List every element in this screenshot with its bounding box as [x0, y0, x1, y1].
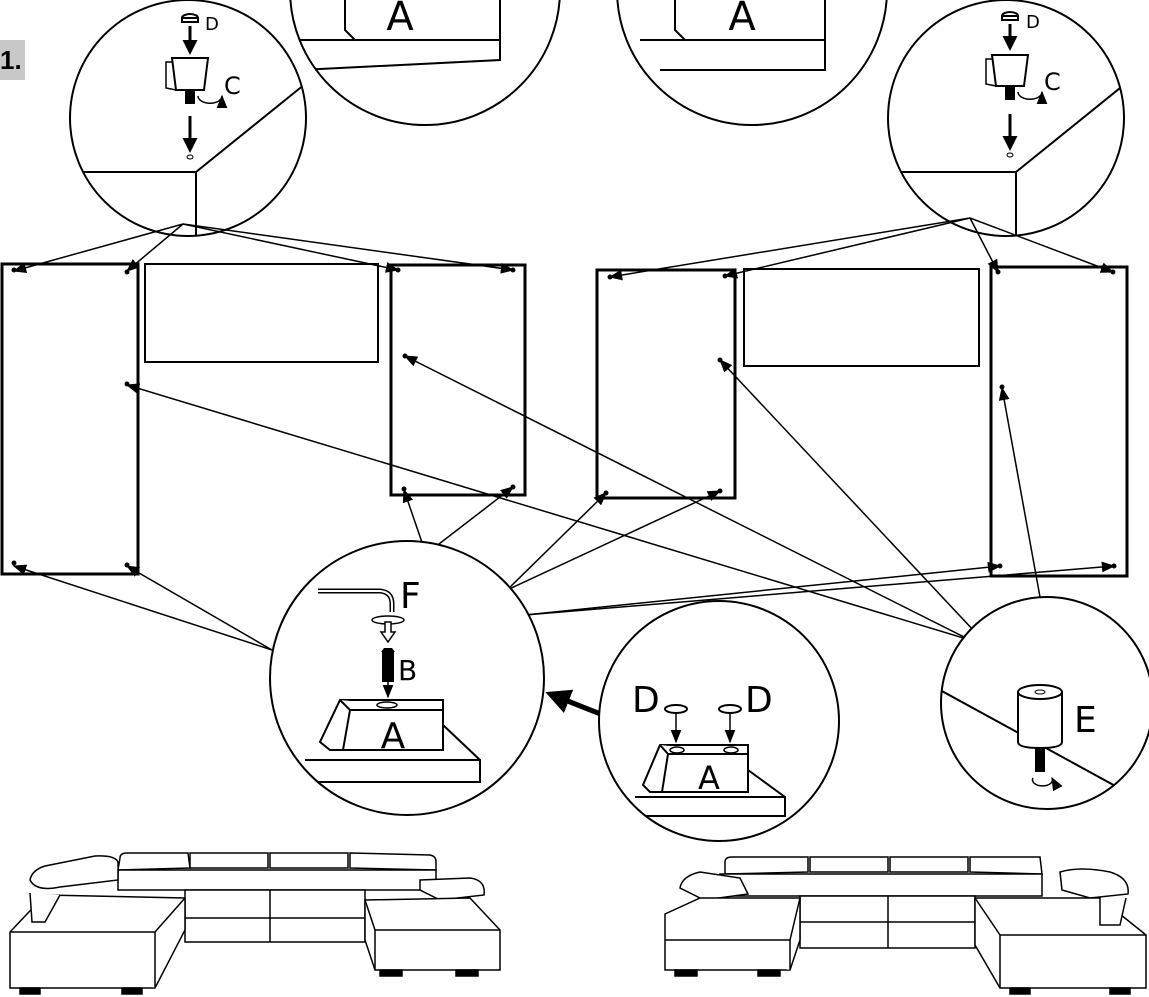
direction-arrow-d-to-f — [545, 689, 604, 718]
foot-c-icon — [990, 54, 1030, 87]
sofa-frames-right-config — [595, 265, 1129, 578]
foot-e-icon — [1017, 684, 1063, 750]
top-right-inset-circle: A — [616, 0, 888, 126]
part-c-label-tr: C — [1044, 68, 1061, 96]
bolt-b-icon — [382, 652, 394, 682]
frame-left-chaise — [0, 262, 140, 576]
foot-c-icon — [170, 57, 210, 91]
sofa-frames-left-config — [0, 262, 527, 576]
part-f-label: F — [400, 576, 421, 617]
detail-circle-top-left: D C — [69, 0, 307, 237]
part-d-label-left: D — [632, 680, 660, 721]
part-a-label-top-right: A — [728, 0, 756, 40]
part-d-label-tr: D — [1026, 12, 1040, 33]
step-number-badge: 1. — [0, 40, 25, 80]
part-d-label-right: D — [745, 680, 773, 721]
part-d-label-tl: D — [205, 14, 219, 35]
detail-circle-hex-key: F B A — [269, 540, 545, 816]
part-a-label-top-left: A — [386, 0, 414, 40]
frame-right-corner — [595, 268, 737, 500]
part-b-label: B — [398, 654, 417, 687]
frame-right-chaise — [989, 265, 1129, 578]
part-a-label-f: A — [381, 716, 406, 757]
detail-circle-caps: D D A — [598, 600, 840, 842]
detail-circle-top-right: D C — [887, 0, 1125, 237]
part-a-label-d: A — [698, 759, 720, 797]
frame-left-corner — [389, 263, 527, 497]
part-e-label: E — [1074, 700, 1097, 741]
leader-arrows — [12, 217, 1116, 651]
frame-left-middle — [144, 263, 379, 363]
detail-circle-foot-e: E — [940, 596, 1149, 810]
cap-d-icon — [664, 704, 688, 714]
sofa-illustration-right — [664, 856, 1147, 995]
cap-d-icon — [718, 704, 742, 714]
part-c-label-tl: C — [224, 72, 241, 100]
sofa-illustration-left — [9, 852, 501, 995]
top-left-inset-circle: A — [289, 0, 561, 126]
frame-right-middle — [743, 268, 980, 367]
